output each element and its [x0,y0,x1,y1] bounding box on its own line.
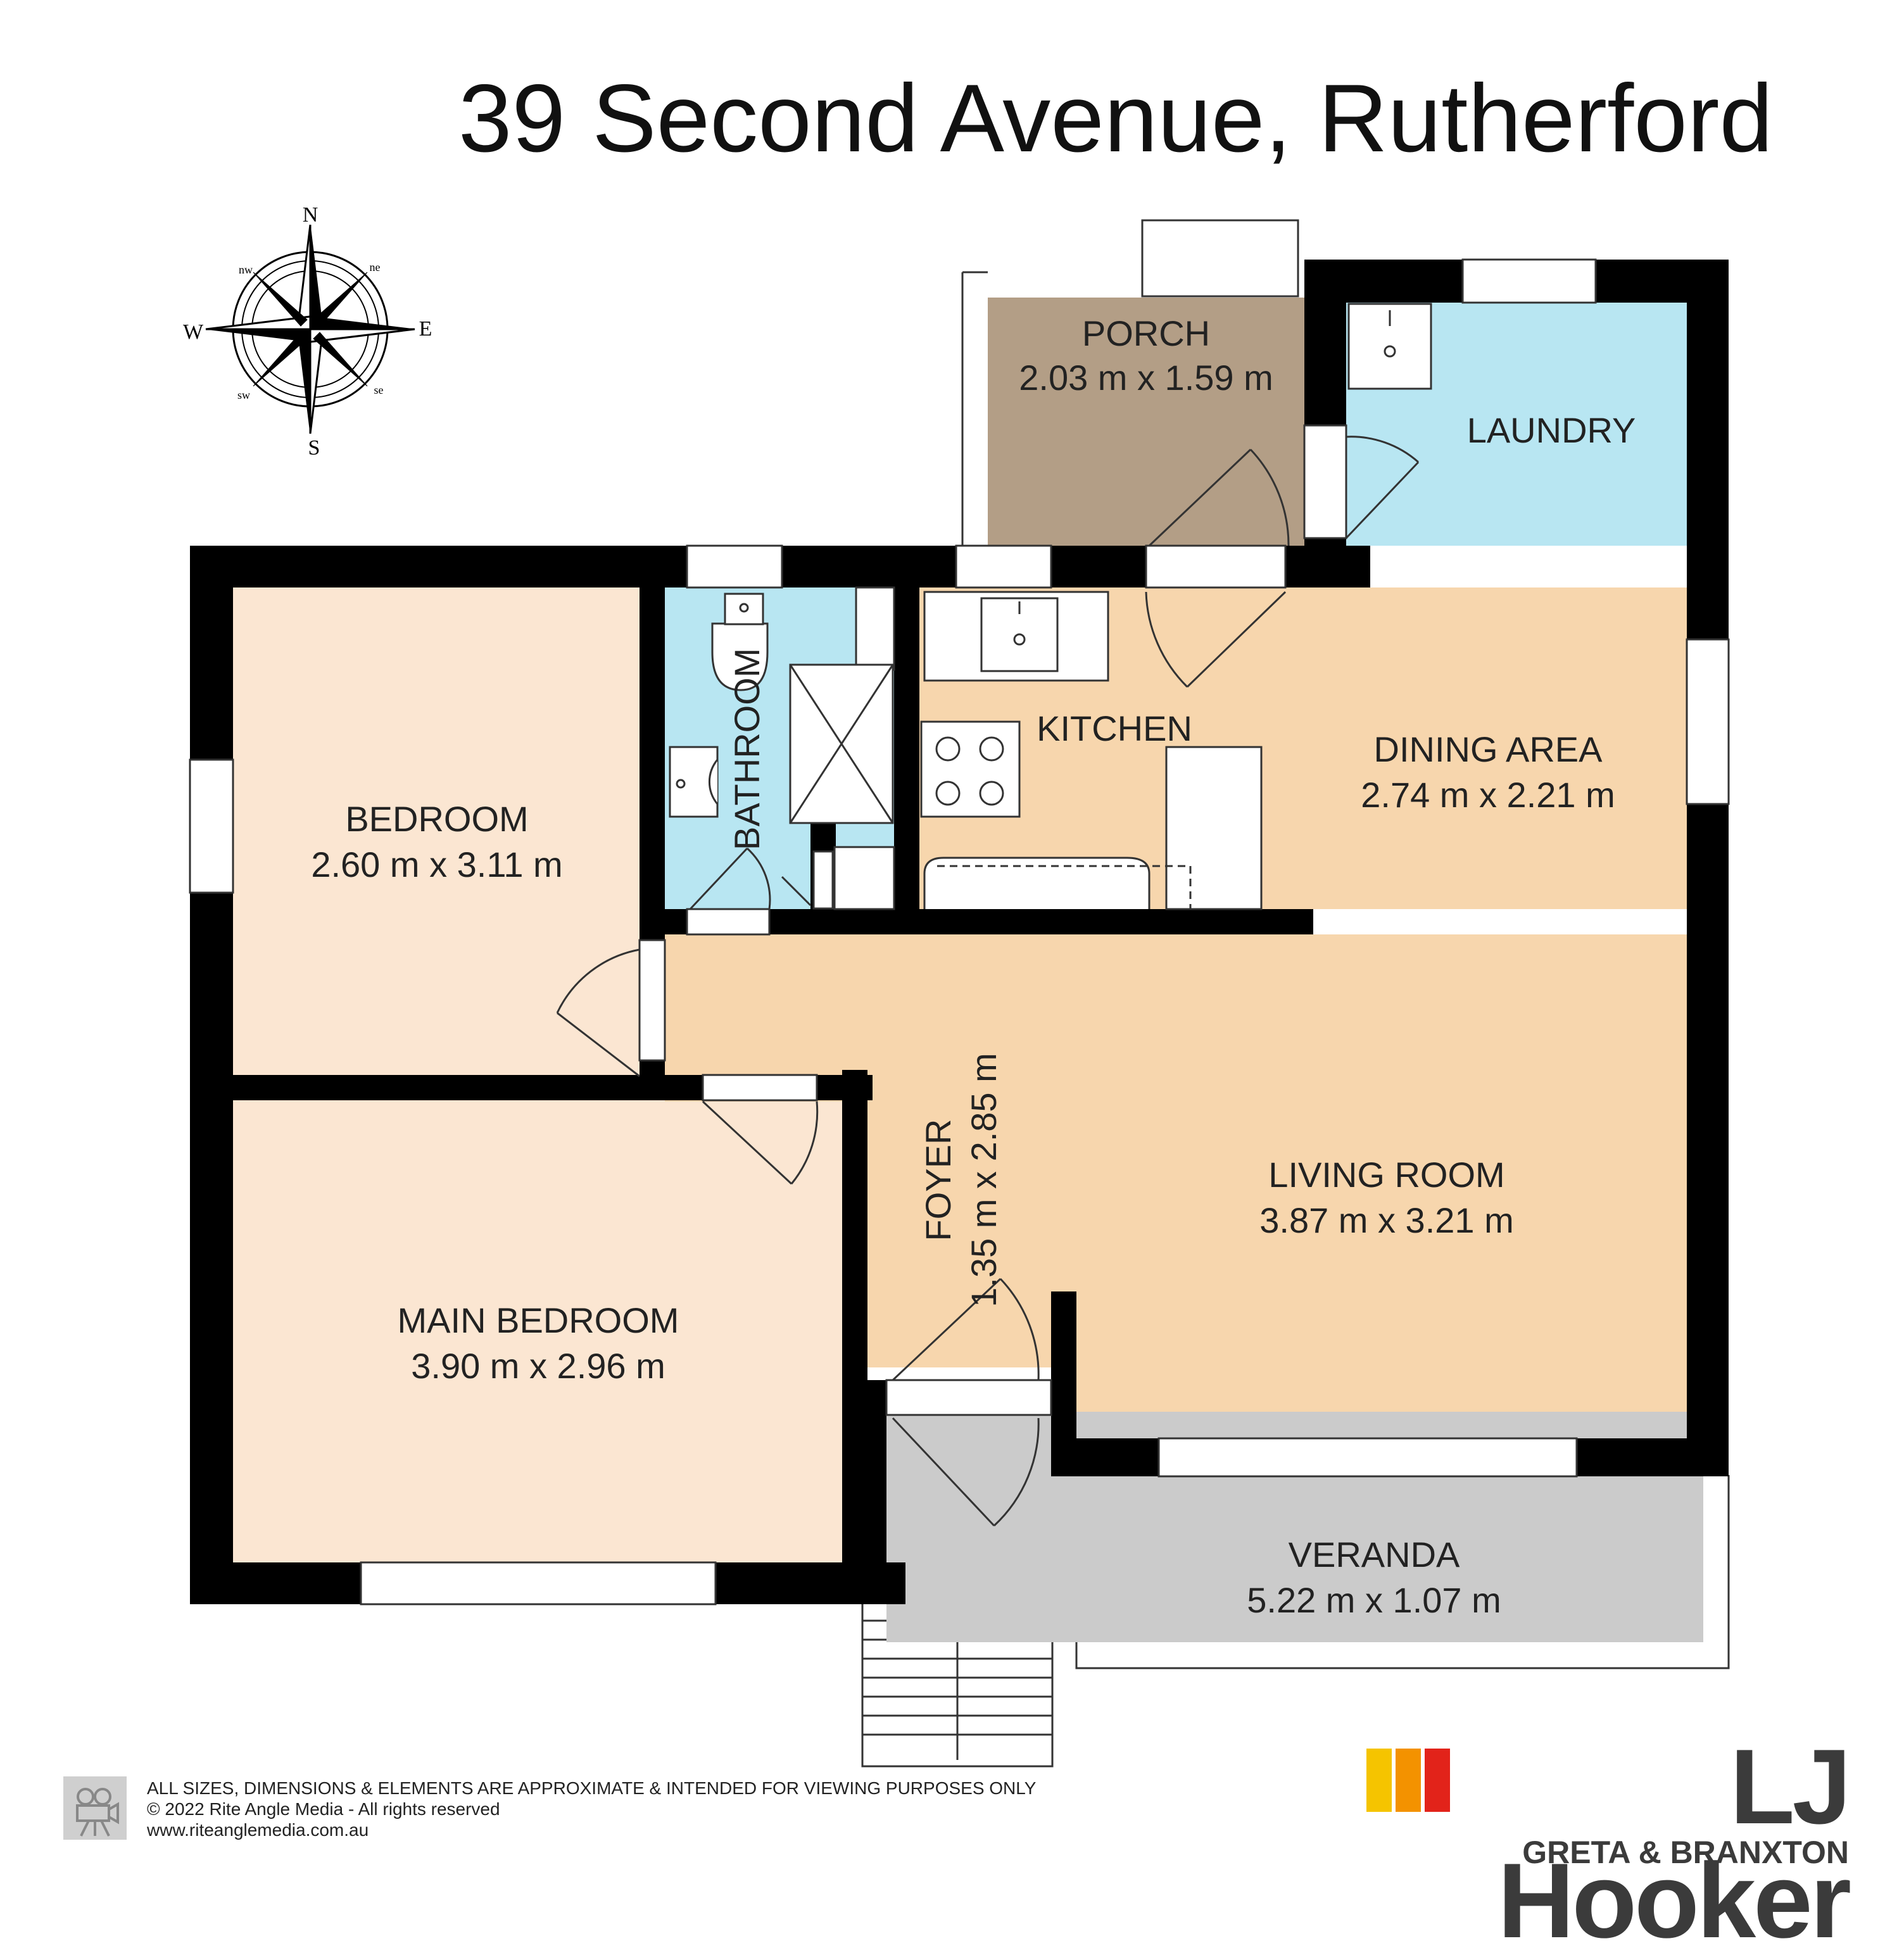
dining-label: DINING AREA 2.74 m x 2.21 m [1317,727,1659,818]
compass-e-label: E [419,317,432,341]
brand-subtitle: GRETA & BRANXTON [1522,1835,1849,1870]
compass-nw-label: nw [239,263,253,276]
cooktop-icon [920,720,1021,818]
bathroom-name: BATHROOM [727,648,767,850]
main-bedroom-name: MAIN BEDROOM [397,1300,679,1340]
veranda-dims: 5.22 m x 1.07 m [1247,1580,1501,1620]
living-dims: 3.87 m x 3.21 m [1259,1200,1514,1240]
fixtures [669,303,1432,910]
compass-se-label: se [374,384,384,396]
main-bedroom-label: MAIN BEDROOM 3.90 m x 2.96 m [253,1298,823,1389]
kitchen-bench-icon [923,857,1151,909]
main-bedroom-dims: 3.90 m x 2.96 m [411,1346,665,1386]
laundry-name: LAUNDRY [1466,410,1636,450]
compass-s-label: S [308,436,320,460]
main-bedroom-fill [233,1100,842,1562]
dining-dims: 2.74 m x 2.21 m [1361,775,1615,815]
bedroom-label: BEDROOM 2.60 m x 3.11 m [241,796,633,888]
compass-w-label: W [183,320,204,344]
brand-bar-orange [1396,1749,1421,1812]
foyer-living-top-fill [665,934,1687,1102]
brand-logo: LJ Hooker GRETA & BRANXTON [1456,1730,1851,1957]
bedroom-fill [233,587,640,1075]
compass-sw-label: sw [237,389,250,401]
foyer-label: FOYER 1.35 m x 2.85 m [916,1022,1007,1338]
door-swings [556,436,1420,1527]
disclaimer-line-2: © 2022 Rite Angle Media - All rights res… [147,1799,500,1819]
disclaimer: ALL SIZES, DIMENSIONS & ELEMENTS ARE APP… [147,1778,1036,1840]
dining-name: DINING AREA [1373,729,1603,769]
kitchen-label: KITCHEN [1019,707,1209,751]
floor-plan: N S E W ne nw se sw [183,203,1730,1768]
bedroom-dims: 2.60 m x 3.11 m [311,845,563,884]
foyer-name: FOYER [918,1119,958,1241]
room-fills [233,298,1703,1642]
foyer-living-fill [867,1076,1687,1367]
disclaimer-line-3: www.riteanglemedia.com.au [147,1820,369,1840]
porch-label: PORCH 2.03 m x 1.59 m [988,311,1304,400]
porch-dims: 2.03 m x 1.59 m [1019,358,1273,398]
veranda-name: VERANDA [1288,1535,1460,1574]
compass-ne-label: ne [370,261,381,273]
windows [189,258,1730,1605]
living-name: LIVING ROOM [1268,1155,1505,1195]
porch-name: PORCH [1081,313,1211,353]
porch-fill [988,298,1304,546]
living-label: LIVING ROOM 3.87 m x 3.21 m [1190,1152,1583,1243]
brand-bar-yellow [1366,1749,1392,1812]
disclaimer-line-1: ALL SIZES, DIMENSIONS & ELEMENTS ARE APP… [147,1778,1037,1798]
brand-bar-red [1425,1749,1450,1812]
compass-rose-icon [205,224,415,434]
fridge-icon [1165,746,1263,910]
compass-n-label: N [303,203,318,227]
bathroom-label: BATHROOM [725,648,769,850]
camera-logo-icon [63,1776,127,1840]
foyer-dims: 1.35 m x 2.85 m [964,1053,1004,1307]
bedroom-name: BEDROOM [345,799,529,839]
toilet-icon [711,622,769,691]
veranda-label: VERANDA 5.22 m x 1.07 m [1178,1532,1570,1623]
laundry-label: LAUNDRY [1425,408,1678,453]
property-title: 39 Second Avenue, Rutherford [458,65,1773,172]
kitchen-name: KITCHEN [1037,708,1192,748]
